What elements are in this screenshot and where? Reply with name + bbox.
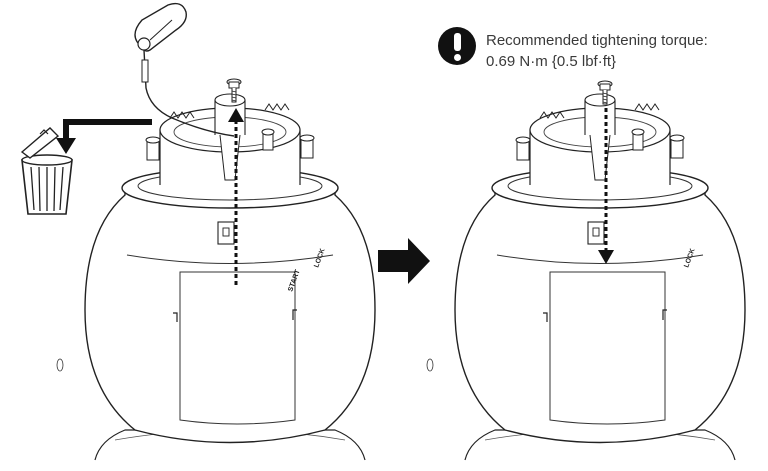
up-arrow-icon — [228, 108, 244, 122]
torque-note-value: 0.69 N·m {0.5 lbf·ft} — [486, 53, 617, 70]
camera-before — [56, 93, 376, 461]
discard-arrow — [63, 119, 152, 140]
camera-after — [426, 93, 746, 461]
carabiner-icon — [134, 2, 187, 52]
safety-wire — [143, 49, 235, 137]
caution-icon — [438, 27, 476, 65]
torque-note-text: Recommended tightening torque: 0.69 N·m … — [486, 30, 708, 72]
right-arrow-icon — [378, 238, 430, 284]
trash-can-icon — [20, 127, 73, 215]
down-arrow-icon — [598, 250, 614, 264]
torque-note-title: Recommended tightening torque: — [486, 32, 708, 49]
